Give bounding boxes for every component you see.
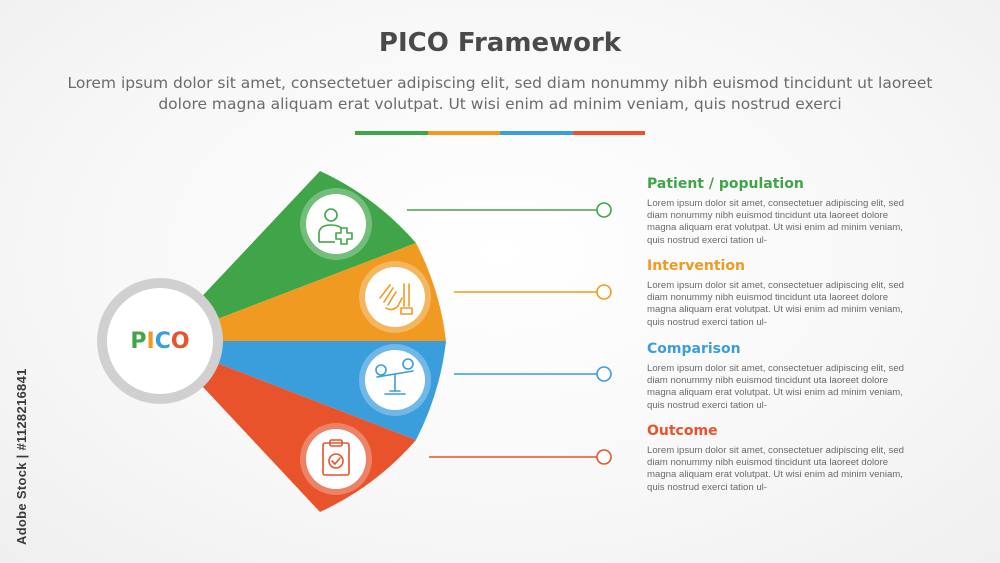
connector-outcome — [429, 449, 612, 465]
item-intervention: Intervention Lorem ipsum dolor sit amet,… — [647, 258, 907, 329]
item-text-patient: Lorem ipsum dolor sit amet, consectetuer… — [647, 198, 905, 246]
patient-plus-icon — [300, 188, 372, 260]
item-text-intervention: Lorem ipsum dolor sit amet, consectetuer… — [647, 280, 905, 328]
item-patient: Patient / population Lorem ipsum dolor s… — [647, 176, 907, 247]
hands-icon — [359, 261, 431, 333]
title-bar-orange — [427, 131, 500, 135]
hub-letter-o: O — [171, 329, 190, 354]
stock-watermark: Adobe Stock | #1128216841 — [14, 368, 29, 545]
item-title-intervention: Intervention — [647, 258, 745, 274]
pico-hub: PICO — [97, 278, 223, 404]
item-title-patient: Patient / population — [647, 176, 804, 192]
connector-comparison — [454, 366, 612, 382]
title-bar-blue — [500, 131, 573, 135]
title-bar-green — [355, 131, 428, 135]
clipboard-check-icon — [300, 423, 372, 495]
balance-scale-icon — [359, 344, 431, 416]
item-comparison: Comparison Lorem ipsum dolor sit amet, c… — [647, 341, 907, 412]
item-title-outcome: Outcome — [647, 423, 718, 439]
page-subtitle: Lorem ipsum dolor sit amet, consectetuer… — [67, 74, 933, 113]
title-bar-red — [572, 131, 645, 135]
item-title-comparison: Comparison — [647, 341, 741, 357]
hub-letter-i: I — [147, 329, 155, 354]
hub-letter-p: P — [130, 329, 146, 354]
hub-letter-c: C — [155, 329, 171, 354]
connector-patient — [407, 202, 612, 218]
item-text-comparison: Lorem ipsum dolor sit amet, consectetuer… — [647, 363, 905, 411]
item-text-outcome: Lorem ipsum dolor sit amet, consectetuer… — [647, 445, 905, 493]
connector-intervention — [454, 284, 612, 300]
pico-hub-label: PICO — [130, 329, 189, 354]
title-color-bar — [355, 131, 645, 135]
page-title: PICO Framework — [378, 28, 622, 58]
item-outcome: Outcome Lorem ipsum dolor sit amet, cons… — [647, 423, 907, 494]
